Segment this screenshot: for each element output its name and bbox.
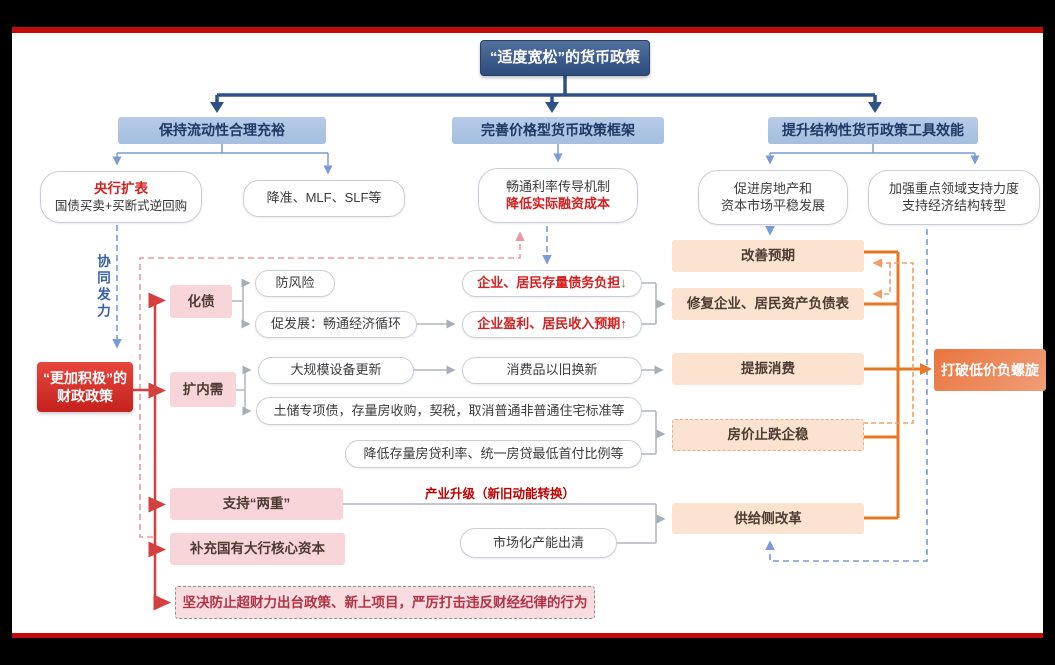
pillar-price-framework-label: 完善价格型货币政策框架 bbox=[481, 122, 635, 139]
repair-balance-sheet-label: 修复企业、居民资产负债表 bbox=[687, 296, 849, 312]
improve-expectations-label: 改善预期 bbox=[741, 248, 795, 264]
break-spiral-label: 打破低价负螺旋 bbox=[941, 361, 1039, 378]
bottom-accent-bar bbox=[12, 633, 1043, 638]
fiscal-policy-box: “更加积极”的 财政政策 bbox=[37, 362, 133, 412]
promote-development-label: 促发展：畅通经济循环 bbox=[270, 316, 401, 332]
support-two-majors-label: 支持“两重” bbox=[222, 496, 291, 512]
pillar-price-framework: 完善价格型货币政策框架 bbox=[452, 117, 664, 144]
support-two-majors-box: 支持“两重” bbox=[170, 488, 343, 520]
cb-balance-sheet-title: 央行扩表 bbox=[94, 181, 148, 197]
housing-measures-label: 土储专项债，存量房收购，契税，取消普通非普通住宅标准等 bbox=[273, 402, 625, 418]
monetary-policy-title: “适度宽松”的货币政策 bbox=[489, 49, 640, 67]
income-expectation-up-icon: ↑ bbox=[620, 316, 627, 332]
break-spiral-box: 打破低价负螺旋 bbox=[934, 349, 1046, 391]
expand-demand-label: 扩内需 bbox=[182, 381, 224, 397]
rate-transmission-box: 畅通利率传导机制 降低实际融资成本 bbox=[478, 168, 638, 223]
supply-side-reform-box: 供给侧改革 bbox=[672, 503, 864, 534]
fiscal-policy-line1: “更加积极”的 bbox=[43, 369, 127, 386]
risk-prevention-label: 防风险 bbox=[275, 275, 315, 291]
capacity-clearing-label: 市场化产能出清 bbox=[492, 534, 584, 550]
income-expectation-label: 企业盈利、居民收入预期 bbox=[477, 316, 621, 332]
rate-transmission-line2: 降低实际融资成本 bbox=[505, 195, 610, 211]
expand-demand-box: 扩内需 bbox=[170, 372, 236, 407]
fiscal-policy-line2: 财政政策 bbox=[57, 388, 113, 404]
equipment-renewal-label: 大规模设备更新 bbox=[290, 362, 382, 378]
debt-resolution-box: 化债 bbox=[170, 285, 232, 318]
key-areas-box: 加强重点领域支持力度 支持经济结构转型 bbox=[868, 170, 1040, 225]
debt-burden-label: 企业、居民存量债务负担 bbox=[477, 275, 621, 291]
housing-measures-box: 土储专项债，存量房收购，契税，取消普通非普通住宅标准等 bbox=[256, 397, 642, 425]
housing-price-stabilize-label: 房价止跌企稳 bbox=[727, 427, 809, 443]
promote-development-box: 促发展：畅通经济循环 bbox=[255, 311, 417, 338]
cb-balance-sheet-box: 央行扩表 国债买卖+买断式逆回购 bbox=[40, 171, 202, 223]
pillar-structural-tools: 提升结构性货币政策工具效能 bbox=[768, 117, 978, 144]
key-areas-line1: 加强重点领域支持力度 bbox=[888, 180, 1019, 196]
debt-burden-box: 企业、居民存量债务负担 ↓ bbox=[462, 270, 642, 297]
bank-capital-label: 补充国有大行核心资本 bbox=[190, 541, 325, 557]
rate-transmission-line1: 畅通利率传导机制 bbox=[505, 178, 610, 194]
industry-upgrade-label: 产业升级（新旧动能转换） bbox=[425, 487, 576, 501]
mortgage-measures-label: 降低存量房贷利率、统一房贷最低首付比例等 bbox=[363, 445, 624, 461]
fiscal-discipline-label: 坚决防止超财力出台政策、新上项目，严厉打击违反财经纪律的行为 bbox=[182, 594, 588, 610]
boost-consumption-box: 提振消费 bbox=[672, 353, 864, 385]
pillar-structural-tools-label: 提升结构性货币政策工具效能 bbox=[782, 122, 964, 139]
top-accent-bar bbox=[12, 27, 1043, 33]
equipment-renewal-box: 大规模设备更新 bbox=[258, 357, 414, 384]
income-expectation-box: 企业盈利、居民收入预期 ↑ bbox=[462, 311, 642, 338]
mortgage-measures-box: 降低存量房贷利率、统一房贷最低首付比例等 bbox=[345, 440, 642, 468]
debt-resolution-label: 化债 bbox=[187, 293, 215, 309]
improve-expectations-box: 改善预期 bbox=[672, 240, 864, 272]
debt-burden-down-icon: ↓ bbox=[620, 275, 627, 291]
real-estate-line1: 促进房地产和 bbox=[733, 180, 812, 196]
pillar-liquidity: 保持流动性合理充裕 bbox=[118, 117, 326, 144]
supply-side-reform-label: 供给侧改革 bbox=[734, 510, 802, 526]
bank-capital-box: 补充国有大行核心资本 bbox=[170, 533, 345, 565]
monetary-policy-title-box: “适度宽松”的货币政策 bbox=[480, 40, 650, 76]
key-areas-line2: 支持经济结构转型 bbox=[901, 197, 1006, 213]
boost-consumption-label: 提振消费 bbox=[741, 361, 795, 377]
risk-prevention-box: 防风险 bbox=[255, 270, 335, 297]
tradein-box: 消费品以旧换新 bbox=[462, 357, 642, 384]
rrr-mlf-slf-label: 降准、MLF、SLF等 bbox=[266, 190, 382, 206]
rrr-mlf-slf-box: 降准、MLF、SLF等 bbox=[243, 180, 405, 217]
pillar-liquidity-label: 保持流动性合理充裕 bbox=[159, 122, 285, 139]
repair-balance-sheet-box: 修复企业、居民资产负债表 bbox=[672, 288, 864, 320]
capacity-clearing-box: 市场化产能出清 bbox=[460, 528, 617, 558]
fiscal-discipline-box: 坚决防止超财力出台政策、新上项目，严厉打击违反财经纪律的行为 bbox=[175, 586, 595, 619]
real-estate-capital-box: 促进房地产和 资本市场平稳发展 bbox=[698, 170, 848, 225]
tradein-label: 消费品以旧换新 bbox=[506, 362, 598, 378]
synergy-label: 协同发力 bbox=[95, 254, 110, 320]
cb-balance-sheet-sub: 国债买卖+买断式逆回购 bbox=[54, 198, 188, 213]
real-estate-line2: 资本市场平稳发展 bbox=[720, 197, 825, 213]
housing-price-stabilize-box: 房价止跌企稳 bbox=[672, 419, 864, 451]
